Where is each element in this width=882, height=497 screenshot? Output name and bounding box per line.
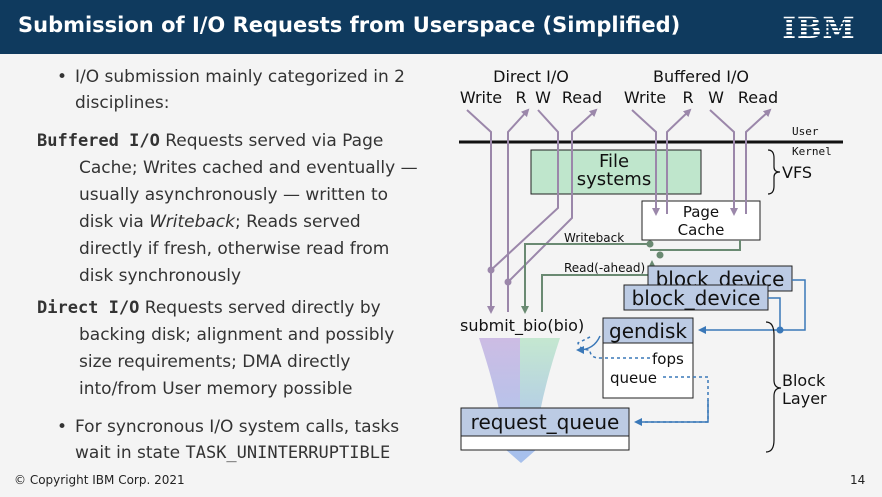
definition-text: disk synchronously [79,266,242,286]
vfs-label: VFS [782,163,812,182]
page-number: 14 [850,473,866,487]
definition-text: disk via Writeback; Reads served [79,212,361,232]
term-direct-io: Direct I/O [37,298,140,318]
link-block-device-gendisk [698,279,806,334]
junction-dot [776,326,784,334]
junction-dot [504,278,512,286]
gendisk-label: gendisk [609,319,687,343]
bullet-text: For syncronous I/O system calls, tasks [75,417,400,437]
block-layer-label-2: Layer [782,389,827,408]
page-cache-label-2: Cache [678,221,725,239]
copyright: © Copyright IBM Corp. 2021 [14,473,185,487]
user-label: User [792,125,819,138]
queue-arrow [634,400,709,426]
block-layer-label-1: Block [782,371,826,390]
bullet-text: I/O submission mainly categorized in 2 [75,67,405,87]
request-queue-body [460,435,630,451]
fops-label: fops [652,350,684,368]
request-queue-label: request_queue [471,410,620,434]
bullet-marker: • [57,67,68,87]
writeback-label: Writeback [564,231,624,245]
kernel-label: Kernel [792,145,832,158]
junction-dot [656,251,664,259]
buffered-io-definition: Buffered I/O Requests served via Page Ca… [37,128,437,290]
bullet-text: disciplines: [75,93,170,113]
request-queue-box [460,407,630,437]
junction-dot [646,240,654,248]
ibm-logo-text: IBM [783,12,855,42]
direct-io-label: Direct I/O [493,67,569,86]
definition-text: Cache; Writes cached and eventually — [79,158,418,178]
gendisk-header [602,317,694,344]
definition-text: backing disk; alignment and possibly [79,325,395,345]
junction-dot [487,266,495,274]
definition-text: into/from User memory possible [79,379,353,399]
arrow-buffered-read [745,108,772,214]
arrow-writeback [521,243,650,314]
bullet-io-submission: • I/O submission mainly categorized in 2… [57,64,427,116]
file-systems-label-2: systems [577,169,651,190]
direct-io-definition: Direct I/O Requests served directly by b… [37,295,437,403]
definition-text: Requests served directly by [144,298,381,318]
arrow-buffered-write [631,109,660,216]
block-device-label-front: block_device [632,286,761,310]
bullet-marker: • [57,417,68,437]
op-w-buffered: W [708,88,724,107]
op-read-buffered: Read [738,88,778,107]
submit-bio-label: submit_bio(bio) [460,316,584,336]
bullet-text: wait in state TASK_UNINTERRUPTIBLE [75,443,391,463]
op-r-direct: R [515,88,526,107]
bullet-sync-io: • For syncronous I/O system calls, tasks… [57,414,437,466]
queue-link [638,376,709,423]
term-buffered-io: Buffered I/O [37,131,160,151]
block-device-box-front [623,284,769,311]
arrow-cache-out [650,240,741,251]
op-write-direct: Write [460,88,502,107]
op-write-buffered: Write [624,88,666,107]
read-ahead-label: Read(-ahead) [564,261,645,275]
definition-text: usually asynchronously — written to [79,185,389,205]
queue-label: queue [610,369,657,387]
file-systems-box [530,149,702,195]
definition-text: Requests served via Page [165,131,384,151]
buffered-io-label: Buffered I/O [653,67,749,86]
vfs-brace [767,149,781,195]
arrow-direct-read-r [507,108,530,312]
op-r-buffered: R [682,88,693,107]
op-w-direct: W [535,88,551,107]
arrow-buffered-write-w [709,109,738,216]
definition-text: size requirements; DMA directly [79,352,351,372]
definition-text: directly if fresh, otherwise read from [79,239,390,259]
page-cache-box [641,200,761,241]
arrow-direct-read [507,108,598,283]
page-cache-label-1: Page [683,203,719,221]
arrow-buffered-read-r [666,108,692,214]
arrow-direct-write [466,109,495,314]
op-read-direct: Read [562,88,602,107]
arrow-direct-write-w [490,109,559,271]
task-state: TASK_UNINTERRUPTIBLE [185,443,391,463]
file-systems-label-1: File [599,151,629,172]
block-layer-brace [765,321,782,453]
fops-loop-arrow [576,335,601,354]
ibm-logo: IBM [783,12,855,42]
slide-header: Submission of I/O Requests from Userspac… [0,0,882,54]
slide-title: Submission of I/O Requests from Userspac… [18,13,681,37]
link-block-device-gendisk-2 [768,297,781,330]
writeback-emphasis: Writeback [149,212,235,232]
